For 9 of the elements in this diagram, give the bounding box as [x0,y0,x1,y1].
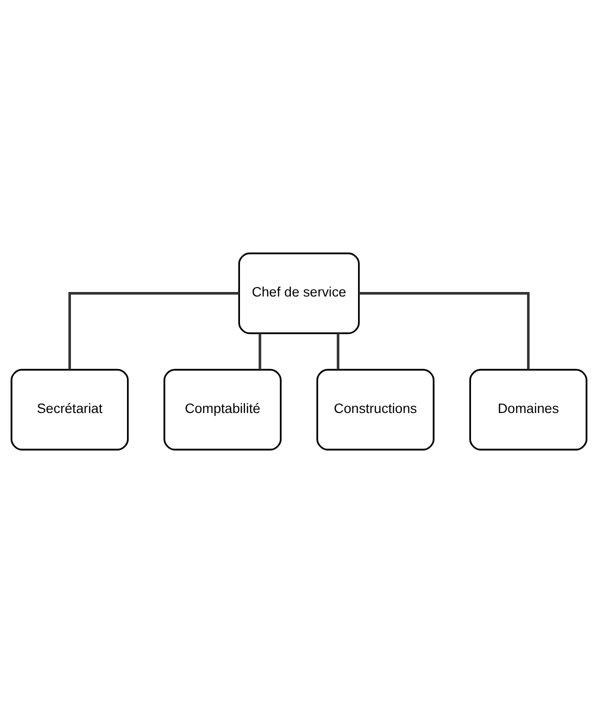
node-box: Domaines [469,368,588,450]
connector [68,292,240,370]
node-box: Chef de service [238,252,360,334]
node-box: Constructions [316,368,434,450]
connector [358,292,530,370]
connector [258,332,262,370]
node-box: Comptabilité [164,368,282,450]
connector [336,332,340,370]
node-box: Secrétariat [10,368,129,450]
